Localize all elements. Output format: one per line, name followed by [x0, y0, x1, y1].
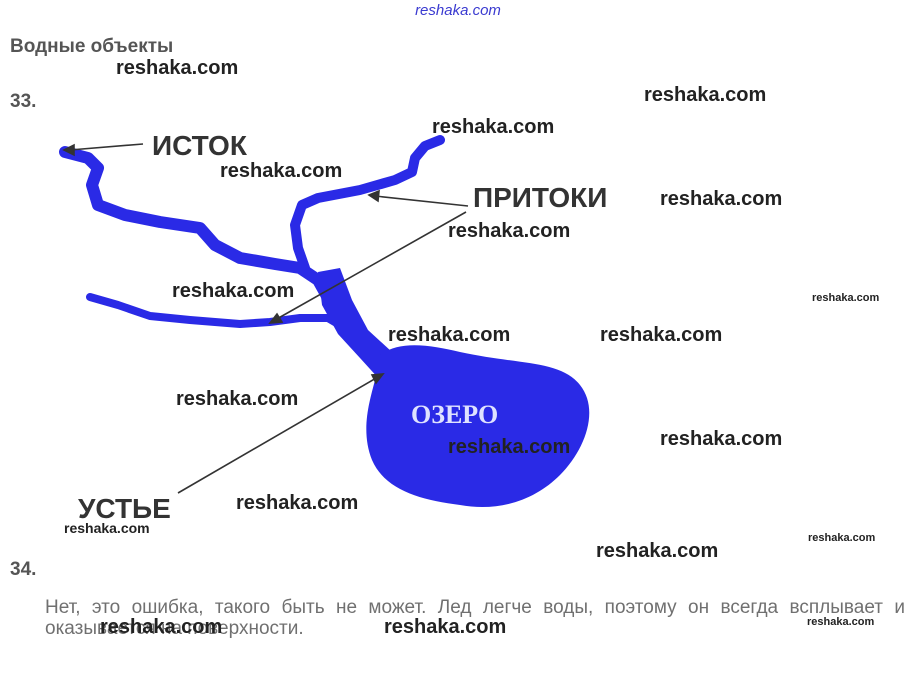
watermark-text: reshaka.com [596, 540, 719, 562]
task-33-number: 33. [10, 91, 37, 112]
tributary-arrowhead-lower [268, 312, 284, 324]
watermark-text: reshaka.com [808, 532, 876, 544]
tributary-arrowhead-upper [367, 189, 380, 203]
arrows [62, 143, 469, 494]
watermark-text: reshaka.com [448, 436, 571, 458]
watermark-text: reshaka.com [384, 616, 507, 638]
watermark-text: reshaka.com [100, 616, 223, 638]
label-mouth: УСТЬЕ [78, 493, 171, 524]
label-lake: ОЗЕРО [411, 400, 498, 429]
watermark-text: reshaka.com [812, 292, 880, 304]
watermark-text: reshaka.com [388, 324, 511, 346]
river-mouth-channel [318, 268, 392, 380]
tributary-arrow-upper [374, 195, 469, 207]
watermark-text: reshaka.com [432, 116, 555, 138]
watermark-text: reshaka.com [660, 188, 783, 210]
watermark-text: reshaka.com [172, 280, 295, 302]
watermark-text: reshaka.com [116, 57, 239, 79]
watermark-text: reshaka.com [807, 616, 875, 628]
watermark-text: reshaka.com [448, 220, 571, 242]
label-source: ИСТОК [152, 130, 248, 161]
mouth-arrowhead [370, 373, 385, 385]
lake-shape [366, 345, 590, 507]
task-34-answer: Нет, это ошибка, такого быть не может. Л… [45, 597, 905, 639]
task-34-number: 34. [10, 559, 37, 580]
watermark-text: reshaka.com [660, 428, 783, 450]
label-tributaries: ПРИТОКИ [473, 182, 607, 213]
tributary-arrow-lower [274, 211, 467, 321]
section-title: Водные объекты [10, 36, 174, 57]
watermark-text: reshaka.com [600, 324, 723, 346]
watermark-text: reshaka.com [644, 84, 767, 106]
watermark-text: reshaka.com [236, 492, 359, 514]
source-arrowhead [62, 143, 75, 157]
watermark-text: reshaka.com [220, 160, 343, 182]
watermark-text: reshaka.com [64, 520, 150, 536]
mouth-arrow [177, 376, 379, 494]
site-header-link[interactable]: reshaka.com [415, 2, 501, 19]
watermark-text: reshaka.com [176, 388, 299, 410]
source-arrow [69, 143, 144, 151]
